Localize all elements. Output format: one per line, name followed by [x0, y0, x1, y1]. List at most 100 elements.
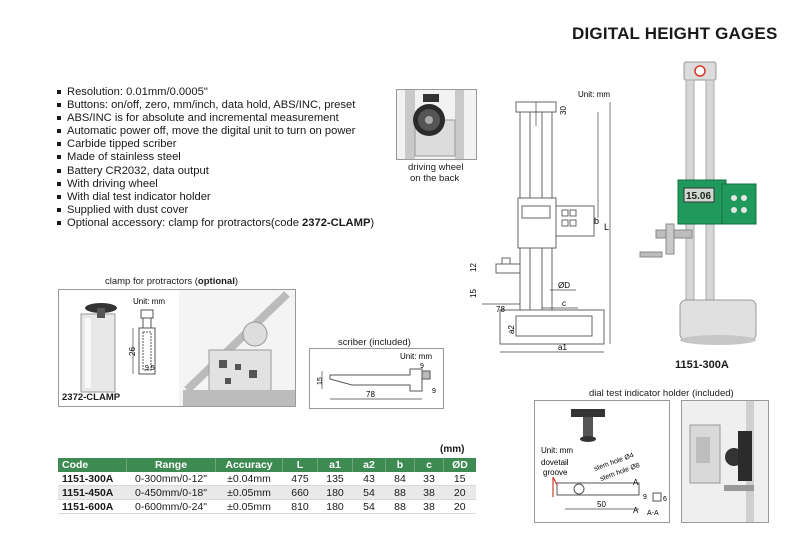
- driving-wheel-photo: [396, 89, 477, 160]
- dim-c: c: [562, 299, 566, 308]
- cell-od: 15: [443, 472, 476, 486]
- cell-a1: 135: [317, 472, 353, 486]
- feature-item: Buttons: on/off, zero, mm/inch, data hol…: [56, 99, 374, 112]
- cell-accuracy: ±0.05mm: [215, 485, 283, 500]
- cell-od: 20: [443, 499, 476, 514]
- dial-dim-9: 9: [643, 494, 647, 501]
- dim-30: 30: [559, 106, 568, 115]
- feature-list: Resolution: 0.01mm/0.0005" Buttons: on/o…: [56, 86, 374, 230]
- clamp-unit: Unit: mm: [133, 297, 165, 306]
- driving-wheel-caption-2: on the back: [410, 173, 460, 184]
- dim-a2: a2: [507, 325, 516, 334]
- feature-item: Resolution: 0.01mm/0.0005": [56, 86, 374, 99]
- page-title: DIGITAL HEIGHT GAGES: [572, 24, 778, 43]
- clamp-caption: clamp for protractors (optional): [105, 276, 239, 287]
- dial-A1: A: [633, 478, 639, 487]
- display-readout: 15.06: [686, 191, 711, 202]
- cell-range: 0-450mm/0-18": [126, 485, 216, 500]
- dial-holder-drawing-box: Unit: mm dovetail groove stem hole Ø4 st…: [534, 400, 670, 523]
- col-L: L: [282, 458, 318, 472]
- table-row: 1151-600A 0-600mm/0-24" ±0.05mm 810 180 …: [58, 499, 476, 514]
- feature-item: With dial test indicator holder: [56, 191, 374, 204]
- cell-od: 20: [443, 485, 476, 500]
- dial-dovetail: dovetail: [541, 458, 569, 467]
- cell-b: 84: [385, 472, 415, 486]
- cell-a2: 54: [352, 499, 386, 514]
- clamp-illustration: Unit: mm 26 9.5: [80, 290, 295, 406]
- table-unit: (mm): [440, 444, 465, 455]
- clamp-code: 2372-CLAMP: [62, 392, 121, 403]
- product-model: 1151-300A: [675, 359, 729, 371]
- scriber-drawing: Unit: mm 9 15 78 9: [317, 352, 436, 400]
- col-a1: a1: [317, 458, 353, 472]
- dim-78: 78: [496, 305, 505, 314]
- table-row: 1151-450A 0-450mm/0-18" ±0.05mm 660 180 …: [58, 485, 476, 500]
- dial-dim-6: 6: [663, 496, 667, 503]
- drawing-unit: Unit: mm: [578, 90, 610, 99]
- cell-c: 38: [414, 499, 444, 514]
- cell-range: 0-300mm/0-12": [126, 472, 216, 486]
- col-range: Range: [126, 458, 216, 472]
- cell-L: 810: [282, 499, 318, 514]
- cell-a2: 54: [352, 485, 386, 500]
- table-row: 1151-300A 0-300mm/0-12" ±0.04mm 475 135 …: [58, 472, 476, 486]
- table-header-row: Code Range Accuracy L a1 a2 b c ØD: [58, 458, 476, 472]
- scriber-dim-9a: 9: [420, 363, 424, 370]
- dim-15: 15: [469, 289, 478, 298]
- cell-code: 1151-600A: [58, 499, 127, 514]
- feature-item: ABS/INC is for absolute and incremental …: [56, 112, 374, 125]
- feature-item: Supplied with dust cover: [56, 204, 374, 217]
- dim-od: ØD: [558, 281, 570, 290]
- col-od: ØD: [443, 458, 476, 472]
- dim-b: b: [594, 216, 599, 226]
- cell-a2: 43: [352, 472, 386, 486]
- feature-item: Automatic power off, move the digital un…: [56, 125, 374, 138]
- dial-holder-drawing: Unit: mm dovetail groove stem hole Ø4 st…: [541, 409, 667, 517]
- dim-12: 12: [469, 263, 478, 272]
- cell-c: 38: [414, 485, 444, 500]
- col-code: Code: [58, 458, 127, 472]
- cell-a1: 180: [317, 499, 353, 514]
- scriber-dim-15: 15: [317, 377, 324, 385]
- dial-holder-illustration: [682, 401, 768, 522]
- cell-b: 88: [385, 485, 415, 500]
- col-a2: a2: [352, 458, 386, 472]
- feature-item: Battery CR2032, data output: [56, 165, 374, 178]
- dial-holder-caption: dial test indicator holder (included): [589, 388, 734, 399]
- dim-a1: a1: [558, 343, 567, 352]
- clamp-dim-26: 26: [128, 347, 137, 356]
- feature-item: Made of stainless steel: [56, 151, 374, 164]
- scriber-caption: scriber (included): [338, 337, 411, 348]
- feature-item-accessory: Optional accessory: clamp for protractor…: [56, 217, 374, 230]
- dial-AA: A-A: [647, 510, 659, 517]
- col-accuracy: Accuracy: [215, 458, 283, 472]
- dial-holder-photo: [681, 400, 769, 523]
- scriber-dim-78: 78: [366, 390, 375, 399]
- cell-b: 88: [385, 499, 415, 514]
- cell-accuracy: ±0.04mm: [215, 472, 283, 486]
- spec-table: Code Range Accuracy L a1 a2 b c ØD 1151-…: [58, 458, 476, 514]
- scriber-dim-9b: 9: [432, 388, 436, 395]
- scriber-box: Unit: mm 9 15 78 9: [309, 348, 444, 409]
- feature-item: With driving wheel: [56, 178, 374, 191]
- cell-range: 0-600mm/0-24": [126, 499, 216, 514]
- cell-accuracy: ±0.05mm: [215, 499, 283, 514]
- feature-item: Carbide tipped scriber: [56, 138, 374, 151]
- dimension-drawing: Unit: mm 30 b L 12 15 ØD 78 c a2 a1: [469, 90, 611, 353]
- cell-L: 475: [282, 472, 318, 486]
- cell-code: 1151-450A: [58, 485, 127, 500]
- driving-wheel-caption-1: driving wheel: [408, 162, 464, 173]
- scriber-unit: Unit: mm: [400, 352, 432, 361]
- dial-A2: A: [633, 506, 639, 515]
- dial-dim-50: 50: [597, 500, 606, 509]
- product-photo: 15.06: [639, 61, 757, 345]
- col-b: b: [385, 458, 415, 472]
- cell-code: 1151-300A: [58, 472, 127, 486]
- clamp-dim-9-5: 9.5: [145, 365, 155, 372]
- cell-a1: 180: [317, 485, 353, 500]
- dial-groove: groove: [543, 468, 568, 477]
- clamp-box: Unit: mm 26 9.5: [58, 289, 296, 407]
- dim-L: L: [604, 222, 609, 232]
- driving-wheel-illustration: [397, 90, 476, 159]
- cell-L: 660: [282, 485, 318, 500]
